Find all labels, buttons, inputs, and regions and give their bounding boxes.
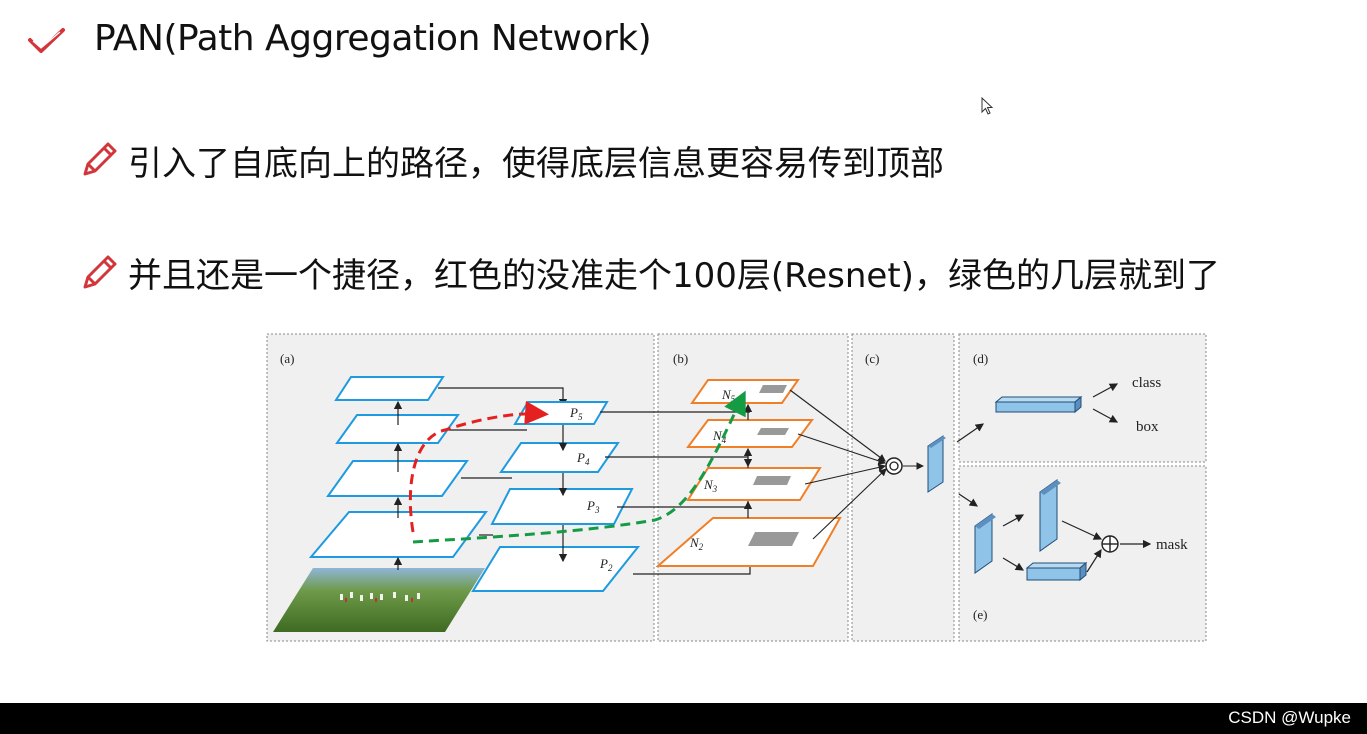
p4-label: P4 — [576, 450, 590, 467]
pan-architecture-diagram: (a) (b) (c) (d) (e) — [266, 333, 1207, 642]
mouse-cursor-icon — [981, 97, 994, 115]
fused-feature-block — [927, 435, 946, 493]
panel-label-a: (a) — [280, 351, 294, 366]
roi-pooling-arrows — [789, 389, 925, 540]
panel-e — [958, 465, 1207, 642]
panel-label-b: (b) — [673, 351, 688, 366]
check-icon — [28, 28, 65, 53]
n4-label: N4 — [712, 428, 727, 445]
panel-label-d: (d) — [973, 351, 988, 366]
bullet-2 — [80, 252, 120, 292]
box-head-block — [994, 395, 1083, 414]
panel-label-e: (e) — [973, 607, 987, 622]
p3-label: P3 — [586, 498, 600, 515]
lateral-connections — [438, 387, 568, 536]
input-image — [273, 568, 485, 632]
panel-d — [958, 333, 1207, 463]
panel-c — [851, 333, 955, 642]
class-box-arrows — [1092, 383, 1119, 423]
mask-output-label: mask — [1156, 537, 1188, 553]
watermark: CSDN @Wupke — [1228, 708, 1351, 727]
bottom-bar: CSDN @Wupke — [0, 703, 1367, 734]
box-output-label: box — [1136, 419, 1159, 435]
mask-branch-blocks — [974, 479, 1088, 582]
p5-label: P5 — [569, 405, 583, 422]
fpn-pyramid — [471, 401, 641, 592]
n3-label: N3 — [703, 477, 718, 494]
red-long-path — [408, 400, 549, 533]
mask-branch-arrows — [1002, 514, 1152, 573]
pooling-node — [885, 457, 903, 475]
backbone-pyramid — [308, 376, 488, 558]
pan-feature-patches — [748, 385, 799, 546]
slide-title: PAN(Path Aggregation Network) — [94, 18, 652, 59]
p2-label: P2 — [599, 556, 613, 573]
pencil-icon — [83, 255, 117, 289]
bullet-1-text: 引入了自底向上的路径，使得底层信息更容易传到顶部 — [128, 144, 944, 184]
n2-label: N2 — [689, 535, 704, 552]
bullet-1 — [80, 139, 120, 179]
green-shortcut-path — [412, 390, 746, 544]
pencil-icon — [83, 142, 117, 176]
head-arrows — [956, 423, 984, 507]
panel-label-c: (c) — [865, 351, 879, 366]
bullet-2-text: 并且还是一个捷径，红色的没准走个100层(Resnet)，绿色的几层就到了 — [128, 256, 1220, 296]
fusion-add-node — [1101, 535, 1119, 553]
class-output-label: class — [1132, 375, 1161, 391]
